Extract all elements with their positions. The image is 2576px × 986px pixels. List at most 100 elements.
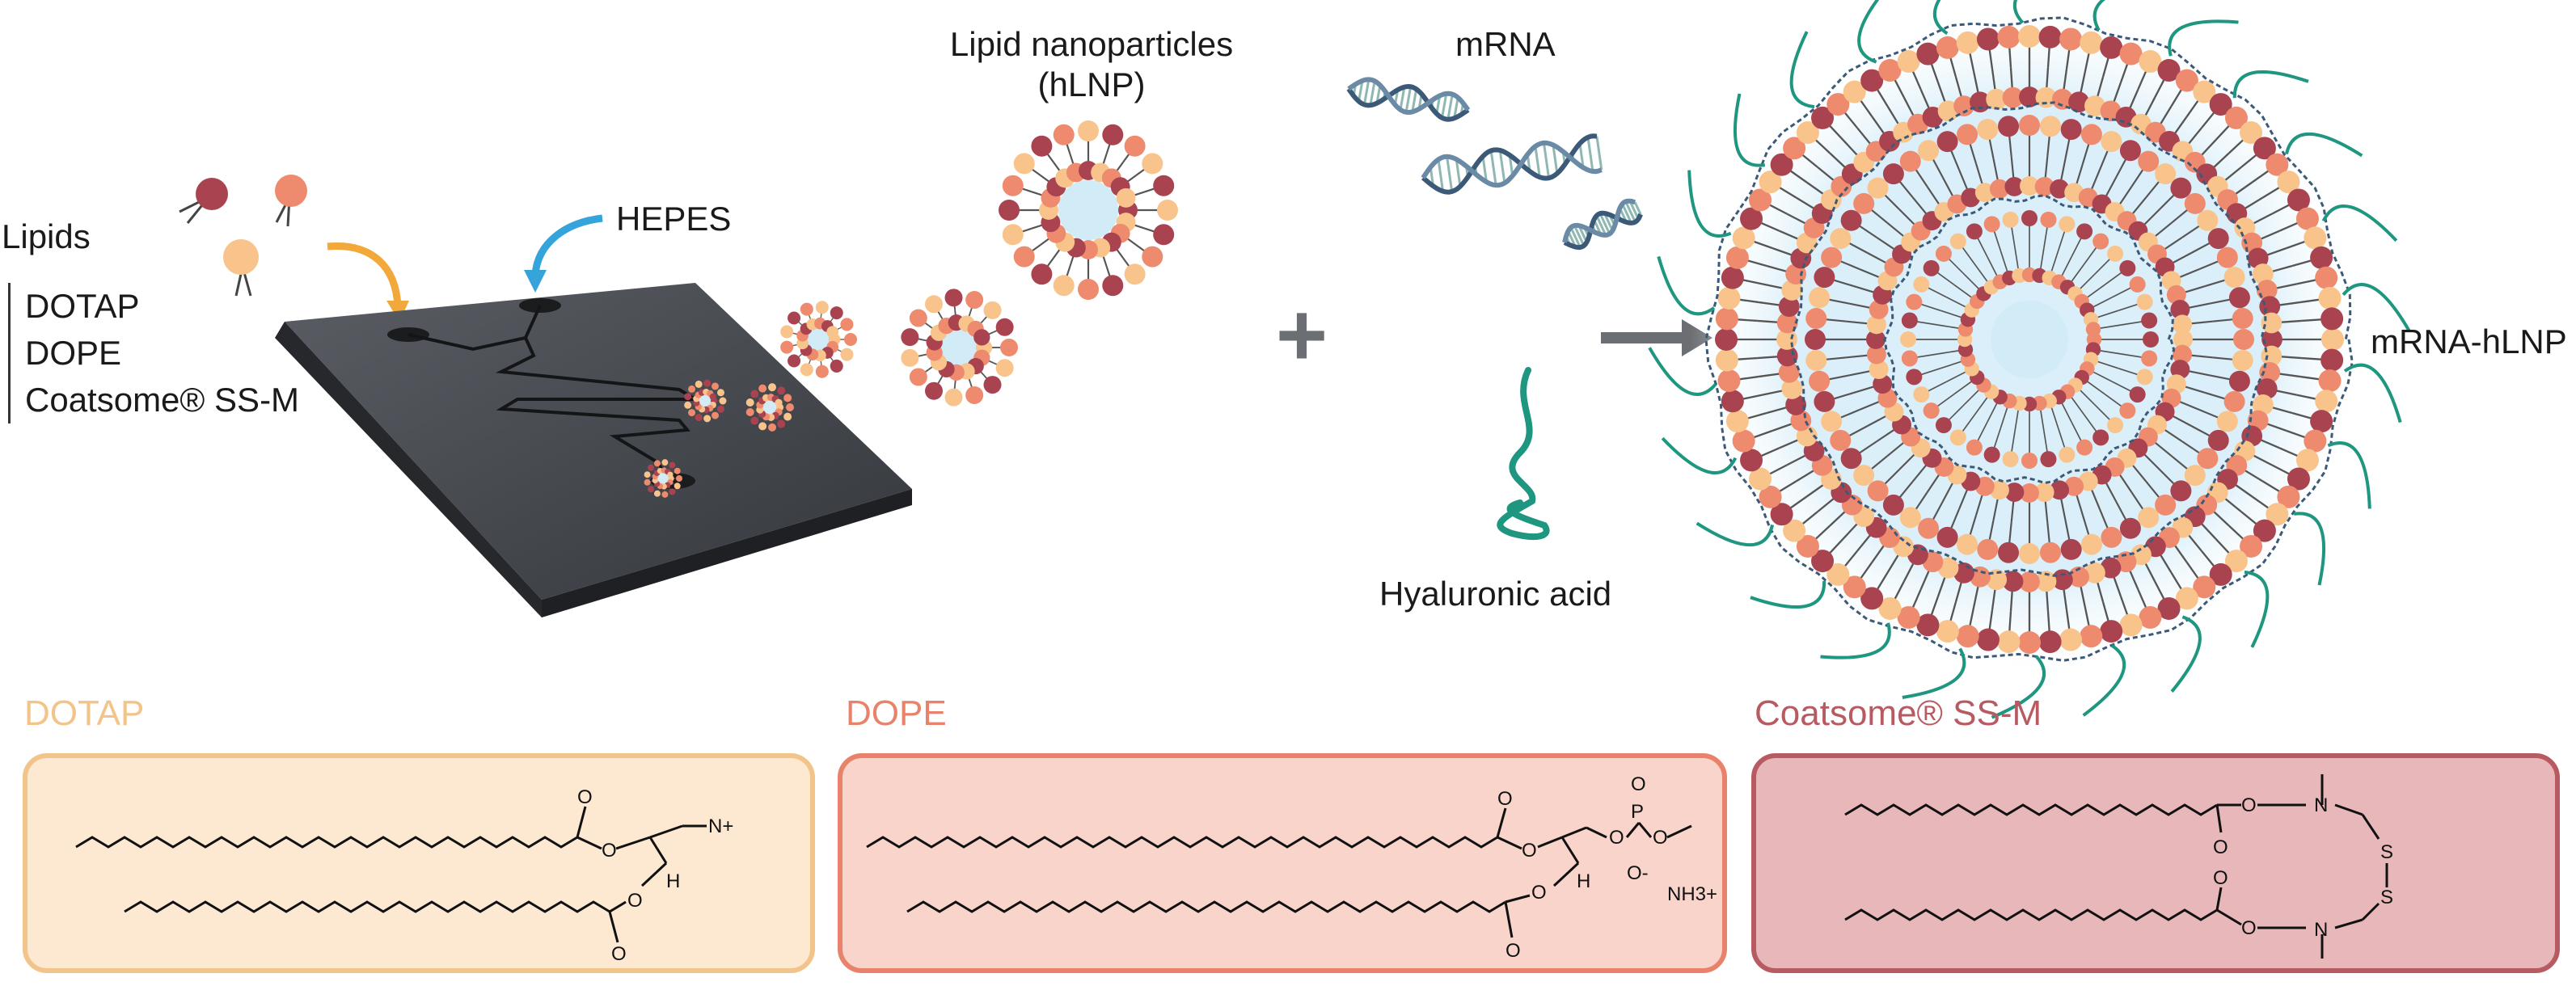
lipid-head xyxy=(2034,482,2054,503)
coatsome-structure-panel: O O N S S N O O xyxy=(1751,753,2560,973)
lipid-head xyxy=(2076,223,2093,240)
lipid-head xyxy=(2193,575,2216,599)
hepes-input-arrowhead-icon xyxy=(524,270,547,293)
base-pair xyxy=(1437,159,1445,192)
hyaluronic-acid-strand xyxy=(1750,580,1826,609)
lipid-head xyxy=(1759,171,1782,194)
lipid-head xyxy=(2019,115,2040,136)
hyaluronic-acid-strand xyxy=(1657,255,1716,316)
lipid-head xyxy=(1740,207,1763,230)
lipid-head xyxy=(2295,449,2319,472)
lipid-head xyxy=(1796,534,1819,558)
mrna-hlnp-label: mRNA-hLNP xyxy=(2371,322,2567,360)
hyaluronic-acid-strand xyxy=(2293,512,2326,586)
lipid-head xyxy=(1826,93,1850,116)
lipid-head xyxy=(745,407,754,416)
lipid-head xyxy=(648,486,655,493)
lipid-head xyxy=(1053,124,1075,145)
lipid-head xyxy=(2197,448,2219,470)
lipid-head xyxy=(1949,233,1966,250)
lipid-head xyxy=(2119,259,2136,276)
lipid-head xyxy=(2261,312,2283,334)
lipid-head xyxy=(1843,80,1866,103)
dotap-structure: O O O O H N+ xyxy=(75,786,733,965)
lipid-head xyxy=(788,354,801,368)
atom-label: O xyxy=(1531,882,1547,904)
lipid-head xyxy=(1901,350,1918,367)
lipid-head xyxy=(684,393,692,401)
lipid-head xyxy=(2256,378,2278,399)
hepes-input-arrow-icon xyxy=(531,214,603,276)
lipid-head xyxy=(1957,124,1978,145)
lipid-head xyxy=(965,291,984,310)
lipid-head xyxy=(1860,587,1884,610)
lipid-head xyxy=(1725,410,1749,433)
lipid-head xyxy=(2136,369,2153,386)
lipid-head xyxy=(2119,140,2141,162)
lipid-head xyxy=(909,368,927,386)
lipid-head xyxy=(995,318,1014,336)
lipid-head xyxy=(1725,246,1749,269)
lipid-head xyxy=(1759,485,1782,508)
lipid-head xyxy=(2216,247,2238,268)
lipid-head xyxy=(973,329,990,346)
hyaluronic-acid-strand xyxy=(2232,70,2309,99)
lnp-core xyxy=(1991,301,2068,378)
lipid-head xyxy=(2170,360,2190,380)
atom-label: O xyxy=(1522,840,1537,862)
lipid-head xyxy=(2261,329,2283,350)
lipid-head xyxy=(2253,519,2276,542)
lipid-head xyxy=(2277,171,2300,194)
base-pair xyxy=(1603,213,1614,231)
lipid-head xyxy=(2136,293,2153,310)
lipid-head xyxy=(1002,224,1024,246)
atom-label: N+ xyxy=(708,815,733,837)
lipid-head xyxy=(2076,439,2093,456)
lipid-head xyxy=(1814,390,1835,412)
lipid-head xyxy=(2240,534,2263,558)
atom-label: O xyxy=(2213,867,2228,889)
lipid-head xyxy=(1977,119,1999,141)
lipid-head xyxy=(1935,245,1952,262)
lipid-head xyxy=(1957,533,1978,555)
dope-structure: O O O O H O P O O O- NH3+ xyxy=(866,773,1717,962)
lipid-head xyxy=(2020,483,2039,503)
base-pair xyxy=(1404,86,1413,113)
lipid-head xyxy=(2184,465,2206,487)
lipid-head xyxy=(2266,153,2289,176)
lipid-head xyxy=(661,459,669,466)
lipid-head xyxy=(1717,286,1741,310)
lipid-head xyxy=(2059,27,2083,51)
lipid-head xyxy=(995,359,1014,377)
atom-label: NH3+ xyxy=(1667,883,1717,905)
hyaluronic-acid-strand xyxy=(2012,0,2025,24)
lipid-head xyxy=(1853,192,1875,214)
lipid-head xyxy=(1749,188,1772,212)
lipid-head xyxy=(1873,374,1893,394)
base-pair xyxy=(1453,97,1459,119)
lipid-head xyxy=(2170,480,2192,502)
lipid-head xyxy=(1899,507,1921,529)
lipid-head xyxy=(983,301,1002,319)
hepes-label: HEPES xyxy=(616,200,732,238)
lipid-head xyxy=(1989,480,2009,500)
lipid-head xyxy=(1882,163,1904,185)
lipid-head xyxy=(1153,175,1175,196)
lipid-head xyxy=(1781,378,1803,399)
lipid-head xyxy=(1721,390,1744,413)
lipid-head xyxy=(2018,25,2041,48)
lipid-head xyxy=(2304,429,2327,453)
hyaluronic-acid-strand xyxy=(1733,93,1766,167)
lipid-head xyxy=(2287,467,2310,491)
lipid-head xyxy=(2232,349,2253,371)
lipid-head xyxy=(2216,411,2238,432)
lipid-head xyxy=(2020,176,2039,196)
lipid-head xyxy=(1956,31,1979,54)
lipid-head xyxy=(1901,312,1918,329)
atom-label: O xyxy=(1631,773,1646,795)
lipid-head xyxy=(1974,183,1995,203)
lipid-head xyxy=(1986,88,2008,110)
lipid-head xyxy=(1717,369,1741,393)
atom-label: O xyxy=(1609,827,1624,849)
lipid-head xyxy=(1860,69,1884,92)
